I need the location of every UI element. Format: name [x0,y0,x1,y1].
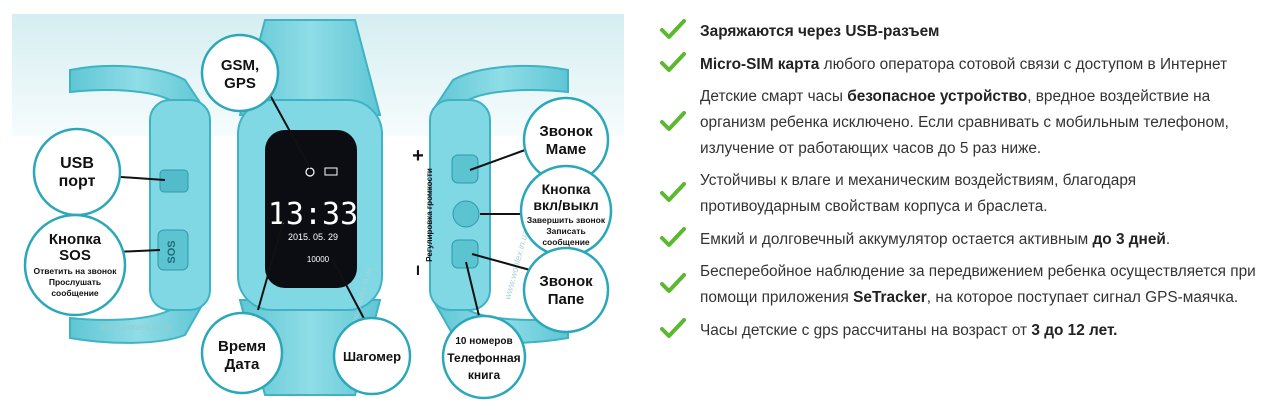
checkmark-icon [660,317,690,344]
svg-text:Телефонная: Телефонная [447,351,520,365]
feature-text-regular: Часы детские с gps рассчитаны на возраст… [700,321,1032,339]
feature-text: Емкий и долговечный аккумулятор остается… [700,227,1170,253]
svg-text:Записать: Записать [546,226,585,236]
callout-time: Время Дата [200,311,284,395]
product-diagram: SOS www.wonlex.in.ua 13:33 2015. 05. 29 … [12,14,624,400]
svg-text:Завершить звонок: Завершить звонок [527,215,606,225]
svg-text:Папе: Папе [548,291,585,308]
checkmark-icon [660,226,690,253]
sos-button-label: SOS [166,240,178,263]
volume-plus: + [412,145,424,167]
feature-text: Детские смарт часы безопасное устройство… [700,84,1260,162]
feature-item: Micro-SIM карта любого оператора сотовой… [660,51,1260,78]
feature-text-bold: SeTracker [853,289,927,306]
watch-right: + I Регулировка громкости www.wonlex.in.… [412,64,569,344]
svg-text:SOS: SOS [59,247,91,264]
callout-usb: USB порт [32,127,122,217]
feature-text: Micro-SIM карта любого оператора сотовой… [700,52,1227,78]
feature-text-bold: 3 до 12 лет. [1031,321,1118,339]
svg-text:Ответить на звонок: Ответить на звонок [34,266,118,276]
feature-text-regular: Емкий и долговечный аккумулятор остается… [700,230,1093,248]
svg-text:Время: Время [218,338,266,355]
svg-text:Прослушать: Прослушать [49,277,101,287]
callout-gsm: GSM, GPS [200,33,280,113]
checkmark-icon [660,181,690,208]
svg-text:вкл/выкл: вкл/выкл [533,197,598,213]
svg-text:USB: USB [60,155,94,172]
mom-button [451,154,479,184]
feature-text-regular: , вредное воздействие на организм ребенк… [700,88,1229,157]
feature-item: Емкий и долговечный аккумулятор остается… [660,226,1260,253]
svg-text:Кнопка: Кнопка [49,231,102,248]
feature-text-regular: . [1165,230,1171,248]
feature-text-bold: до 3 дней [1092,230,1166,248]
feature-item: Заряжаются через USB-разъем [660,18,1260,45]
feature-text: Часы детские с gps рассчитаны на возраст… [700,318,1117,344]
feature-text-regular: , на которое поступает сигнал GPS-маячка… [926,289,1239,306]
svg-text:порт: порт [59,173,96,190]
watch-time: 13:33 [268,197,358,232]
svg-text:книга: книга [468,368,501,382]
svg-text:Звонок: Звонок [539,123,593,140]
callout-contacts: 10 номеров Телефонная книга [441,314,527,400]
callout-pedometer: Шагомер [332,316,412,396]
svg-text:GPS: GPS [224,75,256,92]
power-button [452,200,480,228]
svg-text:Звонок: Звонок [539,273,593,290]
svg-text:GSM,: GSM, [221,57,259,74]
callout-mom: Звонок Маме [522,96,610,184]
callout-power: Кнопка вкл/выкл Завершить звонок Записат… [519,164,613,258]
feature-text: Устойчивы к влаге и механическим воздейс… [700,168,1260,220]
watch-screen [265,130,357,288]
watch-steps: 10000 [307,255,330,264]
feature-text-bold: Micro-SIM карта [700,55,820,73]
svg-text:сообщение: сообщение [542,237,590,247]
checkmark-icon [660,272,690,299]
checkmark-icon [660,18,690,45]
feature-text-bold: Заряжаются через USB-разъем [700,22,940,40]
feature-text: Заряжаются через USB-разъем [700,19,939,45]
feature-item: Устойчивы к влаге и механическим воздейс… [660,168,1260,220]
feature-text-bold: безопасное устройство [847,88,1028,105]
usb-port [159,169,189,193]
svg-text:10 номеров: 10 номеров [455,336,512,347]
callout-sos: Кнопка SOS Ответить на звонок Прослушать… [23,213,127,317]
callout-dad: Звонок Папе [522,246,610,334]
checkmark-icon [660,110,690,137]
volume-minus: I [416,262,420,278]
feature-text-regular: Детские смарт часы [700,88,848,105]
feature-text-regular: любого оператора сотовой связи с доступо… [819,55,1228,73]
feature-text-regular: Устойчивы к влаге и механическим воздейс… [700,172,1137,215]
svg-text:Шагомер: Шагомер [343,349,401,364]
svg-text:Дата: Дата [225,356,260,373]
checkmark-icon [660,51,690,78]
watermark-left: www.wonlex.in.ua [100,322,172,332]
svg-text:сообщение: сообщение [51,288,99,298]
svg-text:Маме: Маме [546,141,586,158]
feature-item: Детские смарт часы безопасное устройство… [660,84,1260,162]
feature-text-regular: Бесперебойное наблюдение за передвижение… [700,263,1256,306]
feature-item: Часы детские с gps рассчитаны на возраст… [660,317,1260,344]
feature-text: Бесперебойное наблюдение за передвижение… [700,259,1260,311]
watch-center: 13:33 2015. 05. 29 10000 www.wonlex.in.u… [237,19,383,396]
svg-text:Кнопка: Кнопка [542,181,591,197]
watch-date: 2015. 05. 29 [288,232,338,242]
volume-label: Регулировка громкости [425,168,434,262]
dad-button [451,239,479,269]
feature-item: Бесперебойное наблюдение за передвижение… [660,259,1260,311]
